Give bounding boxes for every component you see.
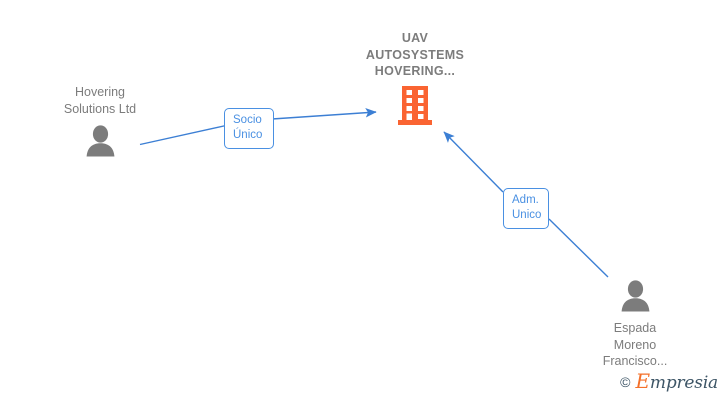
relation-label-adm-unico[interactable]: Adm. Unico	[503, 188, 549, 229]
person-node-hovering-solutions[interactable]: Hovering Solutions Ltd	[25, 84, 175, 161]
edge-socio-unico-segment-out	[271, 107, 377, 120]
brand-logo-text: Empresia	[636, 371, 719, 392]
person-node-espada-moreno-francisco[interactable]: Espada Moreno Francisco...	[560, 280, 710, 370]
company-name-label: UAV AUTOSYSTEMS HOVERING...	[365, 31, 465, 78]
person-label-hovering-solutions: Hovering Solutions Ltd	[63, 85, 137, 116]
edge-socio-unico-segment-in	[139, 124, 227, 146]
building-icon	[398, 85, 432, 125]
person-icon	[621, 280, 649, 312]
edge-adm-unico	[443, 131, 609, 278]
person-label-espada-moreno-francisco: Espada Moreno Francisco...	[602, 321, 668, 368]
edge-adm-unico-segment-out	[443, 131, 504, 193]
brand-initial: E	[635, 369, 651, 393]
edge-adm-unico-segment-in	[548, 218, 609, 278]
edge-socio-unico	[139, 107, 377, 146]
person-icon-wrap-left	[25, 125, 175, 161]
watermark-empresia: © Empresia	[620, 371, 718, 392]
person-icon	[86, 125, 114, 157]
company-node[interactable]: UAV AUTOSYSTEMS HOVERING...	[322, 30, 508, 126]
copyright-icon: ©	[620, 373, 631, 390]
person-icon-wrap-right	[560, 280, 710, 316]
company-icon-wrap	[322, 85, 508, 126]
relation-label-socio-unico[interactable]: Socio Único	[224, 108, 274, 149]
brand-rest: mpresia	[649, 373, 718, 393]
